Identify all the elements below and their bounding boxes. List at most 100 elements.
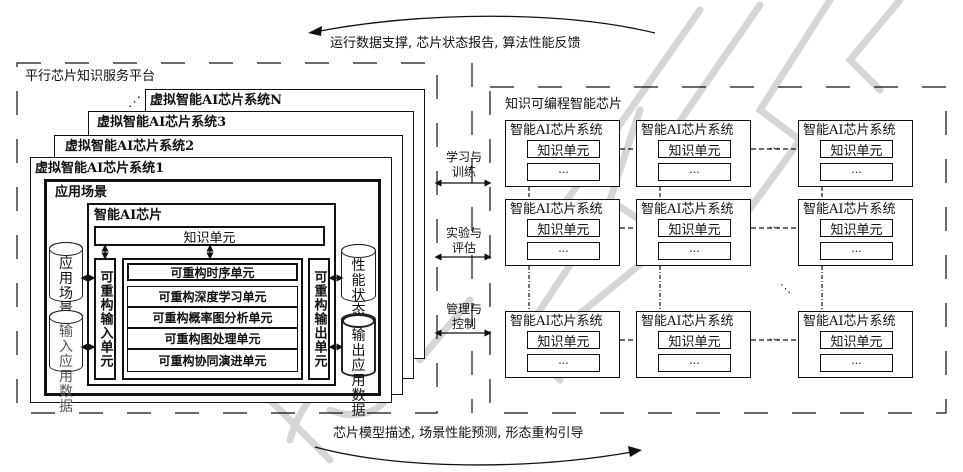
node-title: 智能AI芯片系统 [641,314,734,329]
node-knowledge-unit[interactable]: 知识单元 [820,331,893,350]
virtual-system-1-label: 虚拟智能AI芯片系统1 [35,161,165,176]
chip-system-node[interactable]: 智能AI芯片系统知识单元 ··· [505,311,620,378]
input-unit-label: 可重构输入单元 [97,270,113,368]
row-ellipsis: ··· [769,221,780,234]
chip-knowledge-unit-label: 知识单元 [183,230,236,246]
node-knowledge-unit-label: 知识单元 [668,334,721,350]
node-more-label: ··· [558,165,569,179]
chip-system-node[interactable]: 智能AI芯片系统知识单元 ··· [505,120,620,187]
node-title: 智能AI芯片系统 [803,123,896,138]
performance-state-datastore[interactable]: 性能状态数据 [341,244,376,349]
timing-unit[interactable]: 可重构时序单元 [127,263,298,281]
node-more-units[interactable]: ··· [658,354,731,372]
bottom-arrow-head [628,446,642,457]
diagonal-ellipsis: ⋱ [780,282,791,295]
node-knowledge-unit[interactable]: 知识单元 [820,219,893,238]
reconfigurable-input-unit[interactable]: 可重构输入单元 [94,258,116,380]
output-data-datastore[interactable]: 输出应用数据 [341,313,376,419]
node-knowledge-unit[interactable]: 知识单元 [527,140,600,159]
compute-unit-label: 可重构概率图分析单元 [152,311,273,325]
node-more-label: ··· [851,165,862,179]
node-more-label: ··· [689,244,700,258]
link-learning-training[interactable]: 学习与 训练 [446,150,482,180]
node-more-label: ··· [689,165,700,179]
link-label-line2: 训练 [452,165,477,179]
node-more-units[interactable]: ··· [820,242,893,260]
node-knowledge-unit[interactable]: 知识单元 [820,140,893,159]
link-experiment-evaluation[interactable]: 实验与 评估 [446,226,482,256]
ai-chip-title: 智能AI芯片 [94,208,163,223]
node-knowledge-unit[interactable]: 知识单元 [527,219,600,238]
link-management-control[interactable]: 管理与 控制 [446,302,482,332]
node-knowledge-unit[interactable]: 知识单元 [527,331,600,350]
stack-ellipsis: ⋰ [128,95,141,110]
node-more-label: ··· [558,356,569,370]
cylinder-top-icon [342,314,375,328]
input-data-label: 输入应用数据 [59,324,73,415]
node-more-label: ··· [851,244,862,258]
chip-system-node[interactable]: 智能AI芯片系统知识单元 ··· [636,311,751,378]
chip-system-node[interactable]: 智能AI芯片系统知识单元 ··· [798,199,913,266]
compute-unit[interactable]: 可重构概率图分析单元 [127,307,298,328]
bottom-arrow-label: 芯片模型描述, 场景性能预测, 形态重构引导 [333,426,584,441]
top-arrow-head [308,26,322,36]
node-title: 智能AI芯片系统 [641,123,734,138]
node-knowledge-unit[interactable]: 知识单元 [658,219,731,238]
node-knowledge-unit-label: 知识单元 [537,143,590,159]
link-label-line1: 管理与 [446,302,483,316]
node-knowledge-unit-label: 知识单元 [830,222,883,238]
compute-unit[interactable]: 可重构协同演进单元 [127,349,298,372]
output-unit-label: 可重构输出单元 [311,270,327,368]
right-panel-title: 知识可编程智能芯片 [505,97,623,112]
compute-unit[interactable]: 可重构图处理单元 [127,328,298,349]
node-knowledge-unit-label: 知识单元 [830,143,883,159]
input-data-datastore[interactable]: 输入应用数据 [49,310,83,415]
node-title: 智能AI芯片系统 [803,202,896,217]
cylinder-top-icon [341,244,376,258]
node-more-label: ··· [689,356,700,370]
node-more-units[interactable]: ··· [527,242,600,260]
chip-system-node[interactable]: 智能AI芯片系统知识单元 ··· [636,199,751,266]
node-more-units[interactable]: ··· [820,354,893,372]
node-knowledge-unit-label: 知识单元 [830,334,883,350]
chip-knowledge-unit[interactable]: 知识单元 [94,226,325,246]
top-arrow-curve [319,15,656,34]
chip-system-node[interactable]: 智能AI芯片系统知识单元 ··· [798,311,913,378]
virtual-system-3-label: 虚拟智能AI芯片系统3 [97,115,227,130]
reconfigurable-output-unit[interactable]: 可重构输出单元 [308,258,330,380]
chip-system-node[interactable]: 智能AI芯片系统知识单元 ··· [636,120,751,187]
bottom-arrow-curve [314,446,633,466]
node-more-label: ··· [851,356,862,370]
node-title: 智能AI芯片系统 [510,123,603,138]
chip-system-node[interactable]: 智能AI芯片系统知识单元 ··· [798,120,913,187]
node-title: 智能AI芯片系统 [510,314,603,329]
virtual-system-n-label: 虚拟智能AI芯片系统N [150,93,283,108]
left-panel-title: 平行芯片知识服务平台 [25,69,156,84]
link-label-line1: 实验与 [446,226,483,240]
link-label-line2: 评估 [452,241,477,255]
node-more-units[interactable]: ··· [658,163,731,181]
output-data-label: 输出应用数据 [351,328,366,419]
node-knowledge-unit[interactable]: 知识单元 [658,140,731,159]
node-more-units[interactable]: ··· [820,163,893,181]
node-more-units[interactable]: ··· [658,242,731,260]
application-scene-title: 应用场景 [55,185,108,200]
link-label-line1: 学习与 [446,150,483,164]
compute-unit-label: 可重构图处理单元 [164,332,261,346]
node-more-units[interactable]: ··· [527,354,600,372]
timing-unit-label: 可重构时序单元 [170,265,255,280]
compute-unit[interactable]: 可重构深度学习单元 [127,286,298,307]
node-knowledge-unit[interactable]: 知识单元 [658,331,731,350]
node-more-label: ··· [558,244,569,258]
node-knowledge-unit-label: 知识单元 [537,222,590,238]
node-knowledge-unit-label: 知识单元 [668,222,721,238]
node-more-units[interactable]: ··· [527,163,600,181]
chip-system-node[interactable]: 智能AI芯片系统知识单元··· [505,199,620,266]
scene-info-datastore[interactable]: 应用场景信息 [49,242,83,347]
cylinder-top-icon [49,242,83,256]
virtual-system-2-label: 虚拟智能AI芯片系统2 [65,139,195,154]
cylinder-top-icon [49,310,83,324]
compute-unit-label: 可重构深度学习单元 [158,290,267,304]
node-title: 智能AI芯片系统 [641,202,734,217]
node-title: 智能AI芯片系统 [803,314,896,329]
